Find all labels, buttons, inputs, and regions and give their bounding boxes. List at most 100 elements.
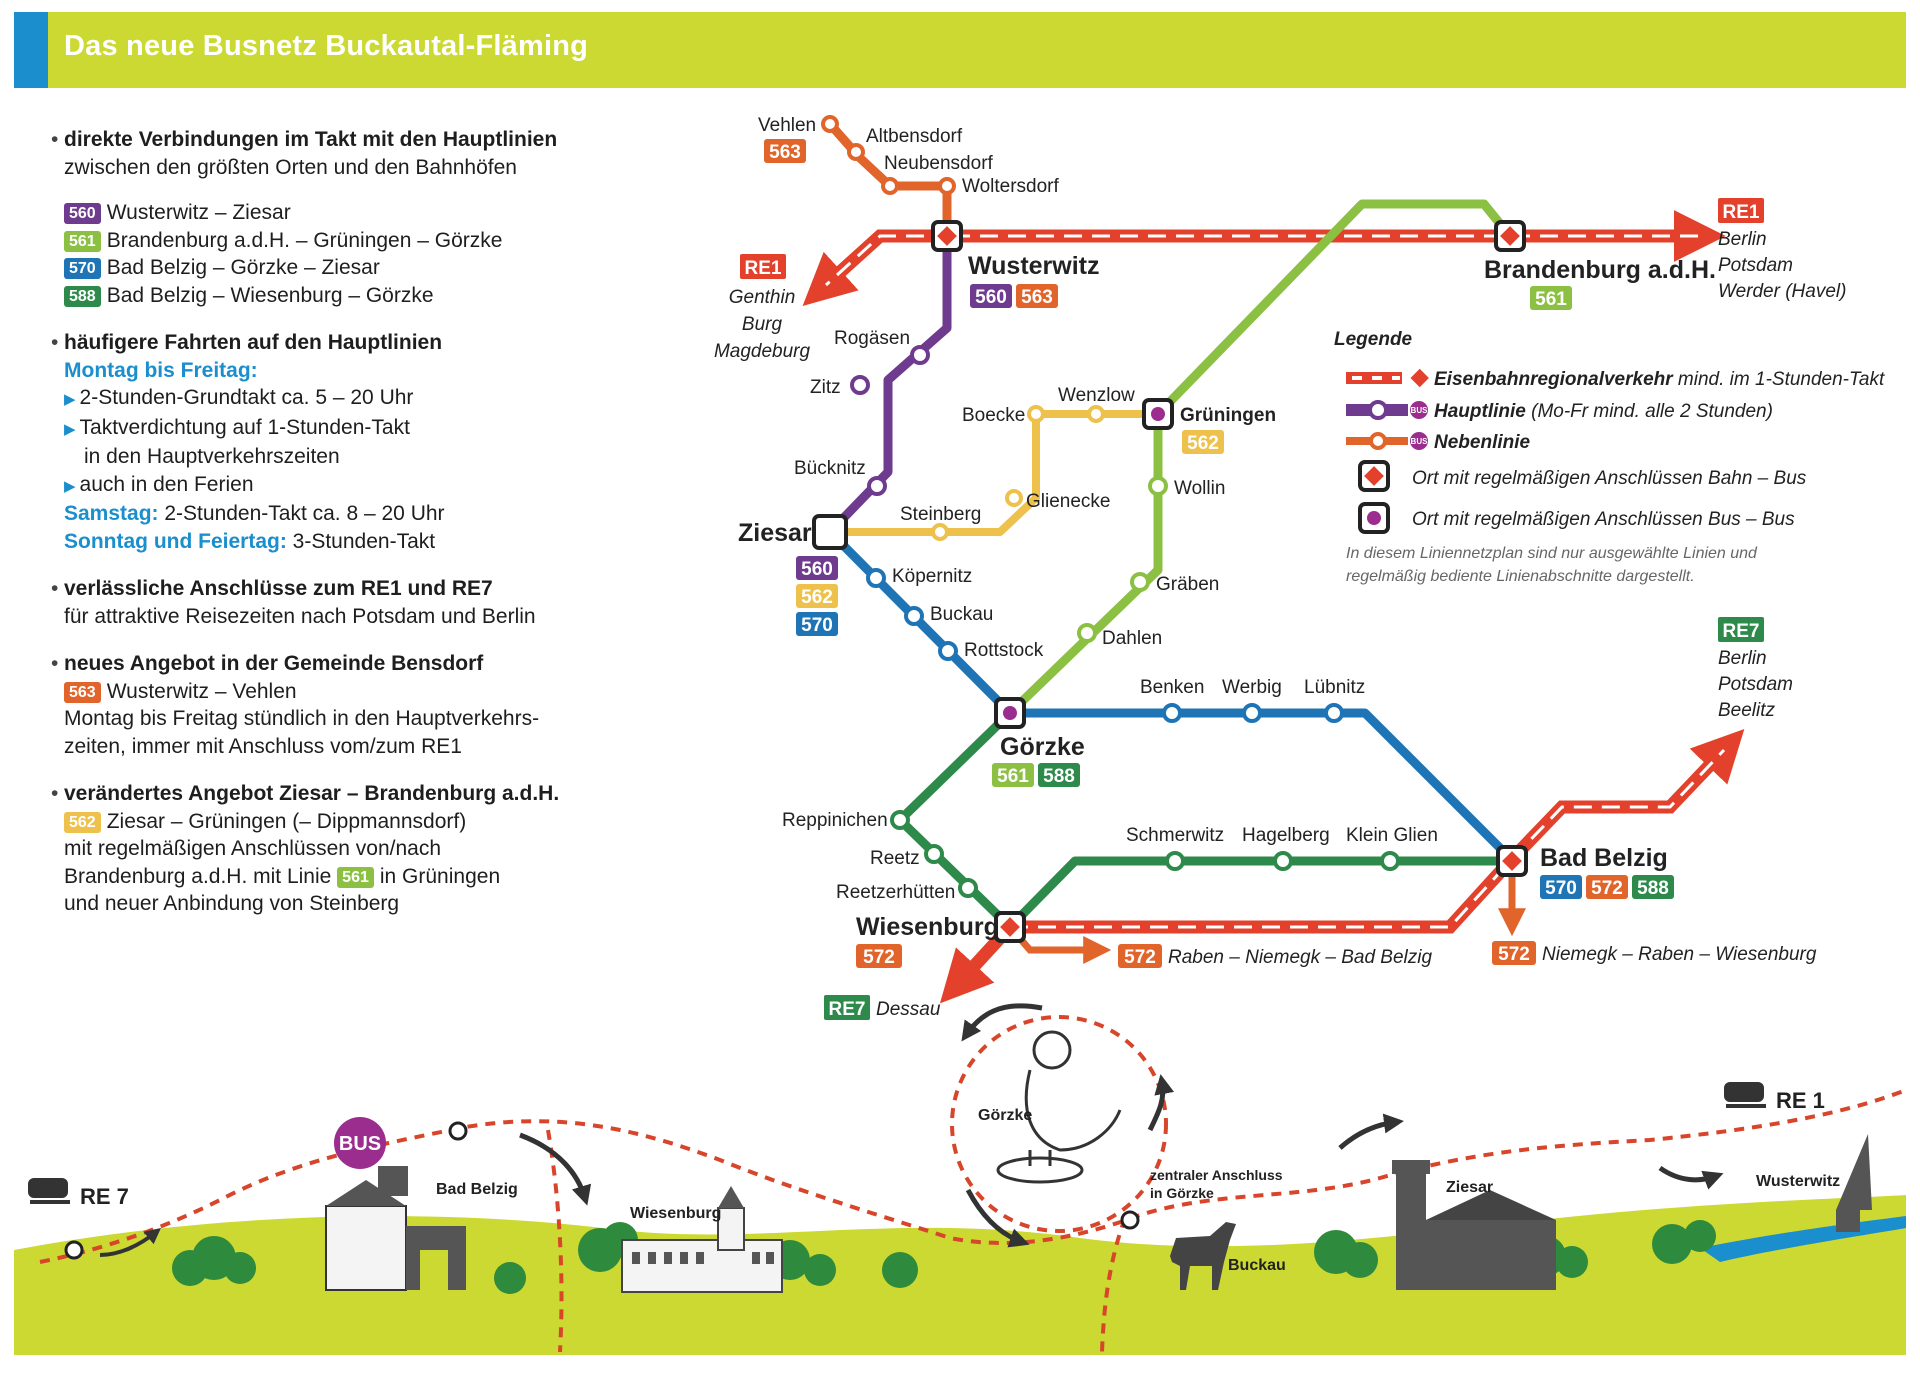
line-562: [830, 410, 1158, 536]
badge-wusterwitz-563: 563: [1021, 287, 1053, 308]
label-altbensdorf: Altbensdorf: [866, 126, 963, 147]
connection-point: [448, 1121, 468, 1141]
line-561: [1006, 199, 1514, 717]
badge-bg: [1182, 430, 1224, 454]
badge-bg: [764, 139, 806, 163]
stop-wenzlow: [1087, 405, 1105, 423]
section-heading: verändertes Angebot Ziesar – Brandenburg…: [51, 780, 624, 808]
hub-brandenburg: [1494, 220, 1526, 252]
schedule-item: ▶2-Stunden-Grundtakt ca. 5 – 20 Uhr: [64, 386, 414, 409]
stop-glienecke: [1005, 489, 1023, 507]
landscape-goerzke: Görzke: [978, 1107, 1032, 1124]
schedule-item: ▶auch in den Ferien: [64, 472, 254, 496]
label-benken: Benken: [1140, 677, 1204, 698]
hub-wusterwitz: [931, 220, 963, 252]
badge-bg: [796, 612, 838, 636]
line-badge: 562: [64, 811, 101, 833]
legend: Legende Eisenbahnregionalverkehr mind. i…: [1334, 329, 1885, 585]
potter-illustration-icon: [996, 1030, 1122, 1184]
section-subtext: mit regelmäßigen Anschlüssen von/nach: [64, 837, 442, 860]
re1-east-dest: Potsdam: [1718, 255, 1793, 276]
label-rogaesen: Rogäsen: [834, 328, 910, 349]
horse-icon: [1170, 1222, 1236, 1290]
badge-badbelzig-572: 572: [1591, 878, 1623, 899]
connection-point: [64, 1240, 84, 1260]
stop-reetz: [924, 844, 944, 864]
label-goerzke: Görzke: [1000, 733, 1085, 761]
train-re7-icon: [28, 1178, 70, 1204]
b572a-badge-bg: [1118, 944, 1162, 968]
badge-bg: [856, 944, 902, 968]
hub-wiesenburg: [994, 911, 1026, 943]
badge-wiesenburg-572: 572: [863, 947, 895, 968]
label-wollin: Wollin: [1174, 478, 1225, 499]
badge-bg: [1016, 284, 1058, 308]
section-heading: direkte Verbindungen im Takt mit den Hau…: [51, 126, 624, 154]
route-dashed-down: [546, 1129, 564, 1353]
legend-main-line: BUS Hauptlinie (Mo-Fr mind. alle 2 Stund…: [1346, 400, 1773, 422]
section-heading: verlässliche Anschlüsse zum RE1 und RE7: [51, 575, 624, 603]
re1-east-badge-bg: [1718, 198, 1764, 223]
badge-vehlen-563: 563: [769, 142, 801, 163]
info-column: direkte Verbindungen im Takt mit den Hau…: [51, 126, 624, 938]
badge-goerzke-588: 588: [1043, 766, 1075, 787]
label-vehlen: Vehlen: [758, 115, 816, 136]
landscape-ziesar: Ziesar: [1446, 1179, 1493, 1196]
badge-ziesar-570: 570: [801, 615, 833, 636]
flow-arrow: [519, 1132, 592, 1206]
re1-west-dest: Genthin: [729, 287, 796, 308]
section-subtext: zeiten, immer mit Anschluss vom/zum RE1: [64, 734, 462, 758]
line-badge: 563: [64, 681, 101, 703]
label-werbig: Werbig: [1222, 677, 1282, 698]
badge-ziesar-562: 562: [801, 587, 833, 608]
schedule-item-cont: in den Hauptverkehrszeiten: [84, 445, 340, 468]
landscape-re1: RE 1: [1776, 1088, 1825, 1113]
flow-arrow: [965, 1188, 1030, 1248]
flow-arrow: [1338, 1113, 1404, 1150]
label-rottstock: Rottstock: [964, 640, 1044, 661]
label-luebnitz: Lübnitz: [1304, 677, 1365, 698]
re7-east-dest: Potsdam: [1718, 674, 1793, 695]
bus-badge-text: BUS: [339, 1133, 381, 1155]
section-bensdorf: neues Angebot in der Gemeinde Bensdorf 5…: [51, 650, 624, 760]
label-badbelzig: Bad Belzig: [1540, 844, 1668, 872]
bus-icon: BUS: [1411, 437, 1429, 446]
landscape-zentral2: in Görzke: [1150, 1185, 1214, 1201]
palace-wiesenburg-icon: [621, 1186, 783, 1293]
badge-grueningen-562: 562: [1187, 433, 1219, 454]
re7-west-dest: Dessau: [876, 999, 941, 1020]
stop-vehlen: [821, 115, 839, 133]
b572a-dest: Raben – Niemegk – Bad Belzig: [1168, 947, 1432, 968]
landscape: BUS RE 7 Bad Belzig Wiesenburg Görzke ze…: [14, 1003, 1907, 1355]
hub-grueningen: [1142, 398, 1174, 430]
stop-rottstock: [938, 641, 958, 661]
stop-steinberg: [931, 523, 949, 541]
label-brandenburg: Brandenburg a.d.H.: [1484, 256, 1716, 284]
schedule-item: ▶Taktverdichtung auf 1-Stunden-Takt: [64, 415, 410, 439]
line-route: Wusterwitz – Ziesar: [106, 201, 291, 224]
stop-kleinglien: [1380, 851, 1400, 871]
landscape-re7: RE 7: [80, 1184, 129, 1209]
stop-boecke: [1027, 405, 1045, 423]
landscape-zentral1: zentraler Anschluss: [1150, 1167, 1283, 1183]
bus-icon: BUS: [1411, 406, 1429, 415]
weekday-label: Montag bis Freitag:: [64, 358, 258, 382]
legend-side-line: BUS Nebenlinie: [1346, 432, 1531, 453]
label-dahlen: Dahlen: [1102, 628, 1162, 649]
line-badge: 560: [64, 203, 101, 224]
stop-buckau: [904, 606, 924, 626]
legend-hub-rail: Ort mit regelmäßigen Anschlüssen Bahn – …: [1358, 460, 1807, 492]
stop-koepernitz: [866, 568, 886, 588]
svg-text:Eisenbahnregionalverkehr mind.: Eisenbahnregionalverkehr mind. im 1-Stun…: [1434, 369, 1885, 390]
hub-badbelzig: [1496, 845, 1528, 877]
badge-brandenburg-561: 561: [1535, 289, 1567, 310]
badge-bg: [992, 763, 1034, 787]
label-glienecke: Glienecke: [1026, 491, 1111, 512]
ground: [14, 1195, 1906, 1355]
connection-point: [1120, 1210, 1140, 1230]
label-steinberg: Steinberg: [900, 504, 981, 525]
re1-west-dest: Burg: [742, 314, 783, 335]
